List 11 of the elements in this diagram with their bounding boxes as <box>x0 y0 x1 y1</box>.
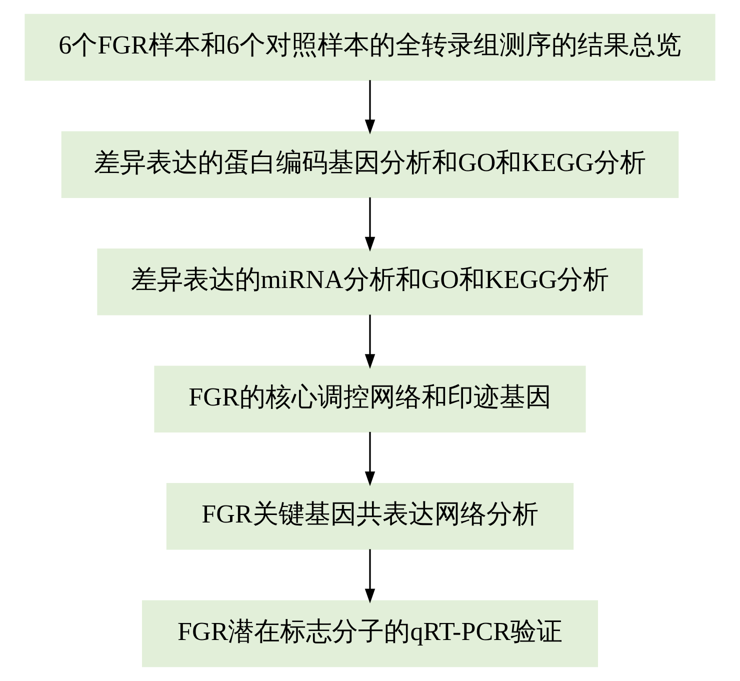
arrow <box>364 80 376 134</box>
arrow <box>364 549 376 604</box>
arrow <box>364 314 376 369</box>
arrow <box>364 432 376 486</box>
node-box: FGR关键基因共表达网络分析 <box>166 483 574 550</box>
node-box: 差异表达的miRNA分析和GO和KEGG分析 <box>97 248 643 316</box>
node-box: 6个FGR样本和6个对照样本的全转录组测序的结果总览 <box>24 14 716 81</box>
node-box: FGR的核心调控网络和印迹基因 <box>154 366 586 433</box>
arrow <box>364 197 376 252</box>
node-box: 差异表达的蛋白编码基因分析和GO和KEGG分析 <box>61 131 679 198</box>
node-box: FGR潜在标志分子的qRT-PCR验证 <box>142 600 598 668</box>
